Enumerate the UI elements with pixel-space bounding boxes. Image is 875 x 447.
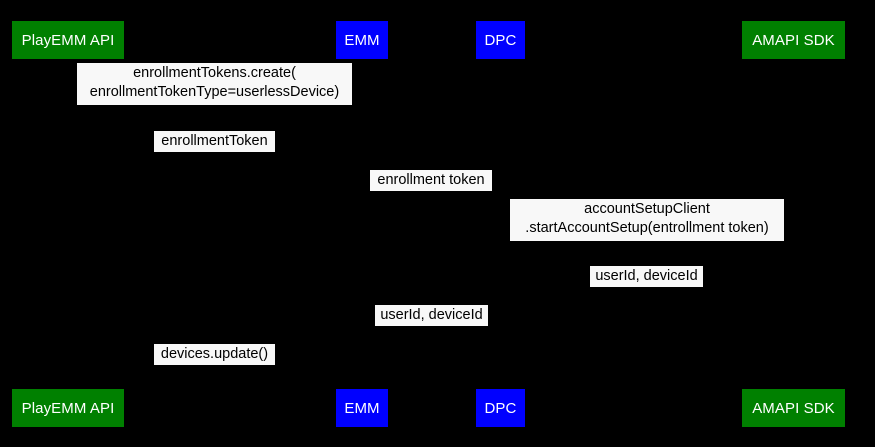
participant-bottom-amapi-sdk[interactable]: AMAPI SDK (742, 389, 845, 427)
participant-top-amapi-sdk[interactable]: AMAPI SDK (742, 21, 845, 59)
participant-label: PlayEMM API (21, 31, 115, 49)
participant-top-dpc[interactable]: DPC (476, 21, 525, 59)
participant-label: PlayEMM API (21, 399, 115, 417)
message-line: .startAccountSetup(entrollment token) (525, 220, 769, 236)
message-line: accountSetupClient (584, 201, 710, 217)
participant-label: AMAPI SDK (752, 31, 835, 49)
msg-userid-deviceid-dpc-to-emm: userId, deviceId (375, 305, 488, 326)
message-line: userId, deviceId (380, 307, 483, 323)
participant-bottom-playemm-api[interactable]: PlayEMM API (12, 389, 124, 427)
participant-top-playemm-api[interactable]: PlayEMM API (12, 21, 124, 59)
message-line: enrollment token (377, 172, 485, 188)
message-line: userId, deviceId (595, 268, 698, 284)
msg-start-account-setup: accountSetupClient .startAccountSetup(ent… (510, 199, 784, 241)
msg-userid-deviceid-sdk-to-dpc: userId, deviceId (590, 266, 703, 287)
message-line: enrollmentTokens.create( (133, 65, 296, 81)
msg-enrollment-token-response: enrollmentToken (154, 131, 275, 152)
message-line: devices.update() (160, 346, 269, 362)
participant-label: EMM (344, 399, 380, 417)
msg-enrollment-tokens-create: enrollmentTokens.create( enrollmentTokenT… (77, 63, 352, 105)
participant-bottom-dpc[interactable]: DPC (476, 389, 525, 427)
participant-top-emm[interactable]: EMM (336, 21, 388, 59)
participant-label: EMM (344, 31, 380, 49)
msg-enrollment-token: enrollment token (370, 170, 492, 191)
message-line: enrollmentToken (161, 133, 268, 149)
msg-devices-update: devices.update() (154, 344, 275, 365)
message-line: enrollmentTokenType=userlessDevice) (89, 84, 340, 100)
participant-label: DPC (484, 399, 517, 417)
participant-label: DPC (484, 31, 517, 49)
participant-bottom-emm[interactable]: EMM (336, 389, 388, 427)
participant-label: AMAPI SDK (752, 399, 835, 417)
